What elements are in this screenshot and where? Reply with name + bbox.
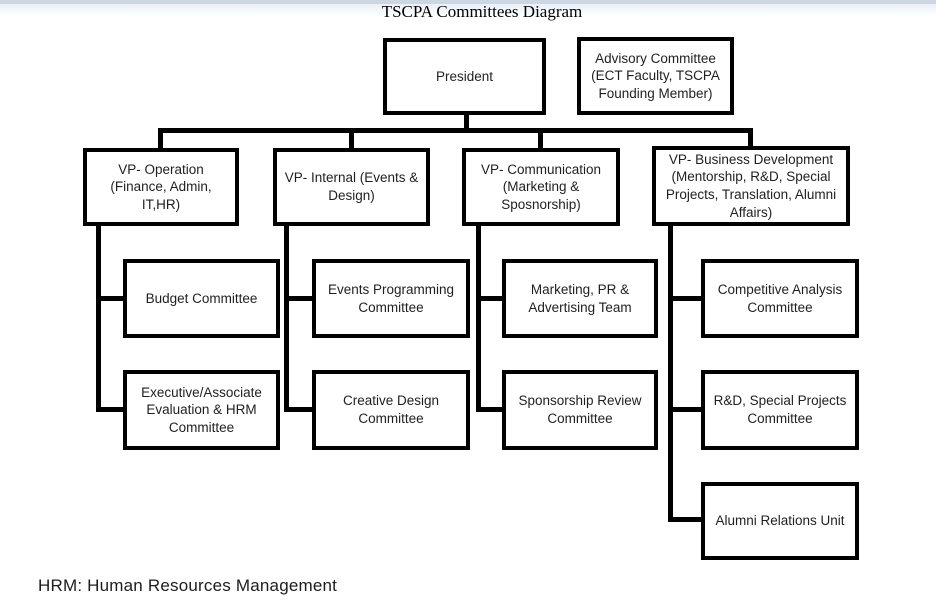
node-vp-business-development: VP- Business Development (Mentorship, R&… [652,146,850,226]
diagram-title: TSCPA Committees Diagram [381,2,583,21]
node-advisory-committee: Advisory Committee (ECT Faculty, TSCPA F… [577,37,734,115]
node-rd-special-projects-committee: R&D, Special Projects Committee [701,370,859,450]
window-top-strip [0,0,936,4]
node-events-programming-committee: Events Programming Committee [312,259,470,338]
connector-stub-budget [96,296,126,301]
node-vp-operation: VP- Operation (Finance, Admin, IT,HR) [83,148,239,226]
connector-stub-competitive [668,296,704,301]
connector-col-business [668,222,673,522]
node-president: President [383,38,546,115]
window-top-fade [0,4,936,16]
connector-drop-vp-operation [158,128,163,152]
node-sponsorship-review-committee: Sponsorship Review Committee [502,370,658,450]
connector-stub-executive [96,407,126,412]
connector-stub-events [284,296,315,301]
connector-stub-creative [284,407,315,412]
connector-col-communication [476,222,481,412]
connector-bus [158,128,753,133]
node-budget-committee: Budget Committee [123,259,280,338]
node-alumni-relations-unit: Alumni Relations Unit [701,482,859,560]
hrm-footnote: HRM: Human Resources Management [38,576,338,595]
connector-president-drop [464,113,469,133]
connector-drop-vp-communication [538,130,543,152]
node-marketing-pr-advertising-team: Marketing, PR & Advertising Team [502,259,658,338]
node-executive-evaluation-hrm-committee: Executive/Associate Evaluation & HRM Com… [123,370,280,450]
connector-col-internal [284,222,289,412]
connector-stub-marketing [476,296,505,301]
connector-col-operation [96,222,101,412]
node-creative-design-committee: Creative Design Committee [312,370,470,450]
connector-drop-vp-internal [349,130,354,152]
node-competitive-analysis-committee: Competitive Analysis Committee [701,259,859,338]
connector-drop-vp-business [748,128,753,152]
connector-stub-rd [668,407,704,412]
node-vp-internal: VP- Internal (Events & Design) [273,148,430,226]
connector-stub-alumni [668,517,704,522]
connector-stub-sponsorship [476,407,505,412]
node-vp-communication: VP- Communication (Marketing & Sposnorsh… [462,148,620,226]
